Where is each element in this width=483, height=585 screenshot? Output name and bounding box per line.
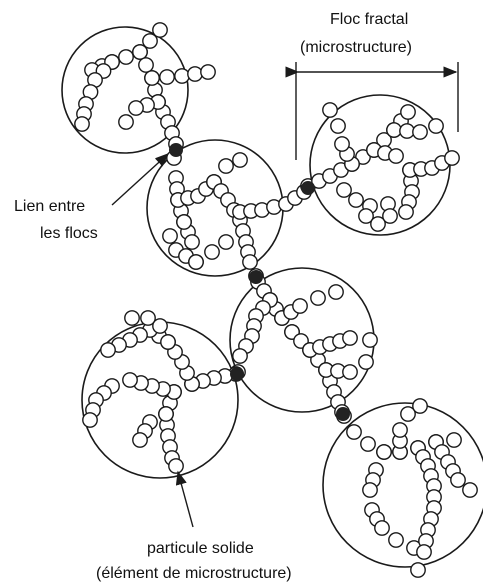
junction-dot	[230, 367, 244, 381]
solid-particle	[370, 216, 386, 232]
junction-dot	[169, 143, 183, 157]
solid-particle	[128, 100, 144, 116]
floc-circle-1	[61, 26, 189, 154]
solid-particle	[362, 332, 378, 348]
solid-particle	[386, 122, 402, 138]
solid-particle	[158, 406, 174, 422]
solid-particle	[322, 102, 338, 118]
particle-arrow	[175, 470, 194, 528]
lien-arrow	[111, 153, 170, 206]
solid-particle	[392, 422, 408, 438]
solid-particle	[342, 330, 358, 346]
solid-particle	[188, 254, 204, 270]
particle-label-line1: particule solide	[147, 540, 254, 557]
solid-particle	[362, 482, 378, 498]
solid-particle	[382, 208, 398, 224]
solid-particle	[100, 342, 116, 358]
solid-particle	[336, 182, 352, 198]
solid-particle	[358, 208, 374, 224]
solid-particle	[399, 123, 415, 139]
solid-particle	[342, 364, 358, 380]
solid-particle	[374, 520, 390, 536]
solid-particle	[388, 148, 404, 164]
solid-particle	[132, 44, 148, 60]
solid-particle	[346, 424, 362, 440]
solid-particle	[152, 318, 168, 334]
solid-particle	[446, 432, 462, 448]
solid-particle	[416, 544, 432, 560]
solid-particle	[376, 444, 392, 460]
solid-particle	[358, 354, 374, 370]
solid-particle	[168, 458, 184, 474]
solid-particle	[200, 64, 216, 80]
junction-dot	[301, 181, 315, 195]
solid-particle	[132, 432, 148, 448]
solid-particle	[187, 66, 203, 82]
solid-particle	[184, 234, 200, 250]
solid-particle	[159, 69, 175, 85]
solid-particle	[428, 118, 444, 134]
solid-particle	[118, 114, 134, 130]
solid-particle	[152, 22, 168, 38]
solid-particle	[124, 310, 140, 326]
junction-dot	[336, 407, 350, 421]
floc-fractal-label: Floc fractal	[330, 11, 409, 28]
solid-particle	[328, 284, 344, 300]
microstructure-label: (microstructure)	[300, 39, 413, 56]
solid-particle	[82, 412, 98, 428]
particle-label-line2: (élément de microstructure)	[96, 565, 292, 582]
floc-junctions	[169, 143, 350, 421]
solid-particle	[142, 33, 158, 49]
solid-particle	[162, 228, 178, 244]
solid-particle	[462, 482, 478, 498]
solid-particle	[450, 472, 466, 488]
solid-particle	[218, 234, 234, 250]
solid-particles	[74, 22, 478, 578]
solid-particle	[412, 398, 428, 414]
solid-particle	[204, 244, 220, 260]
solid-particle	[292, 298, 308, 314]
floc-circle-6	[322, 402, 483, 568]
solid-particle	[176, 214, 192, 230]
solid-particle	[232, 348, 248, 364]
solid-particle	[388, 532, 404, 548]
solid-particle	[174, 68, 190, 84]
solid-particle	[330, 118, 346, 134]
solid-particle	[242, 254, 258, 270]
solid-particle	[360, 436, 376, 452]
junction-dot	[249, 270, 263, 284]
solid-particle	[412, 124, 428, 140]
solid-particle	[334, 136, 350, 152]
solid-particle	[310, 290, 326, 306]
solid-particle	[410, 562, 426, 578]
lien-label-line1: Lien entre	[14, 198, 86, 215]
solid-particle	[444, 150, 460, 166]
solid-particle	[398, 204, 414, 220]
solid-particle	[122, 372, 138, 388]
solid-particle	[74, 116, 90, 132]
lien-label-line2: les flocs	[40, 225, 98, 242]
solid-particle	[144, 70, 160, 86]
solid-particle	[140, 310, 156, 326]
solid-particle	[218, 158, 234, 174]
floc-size-dimension	[285, 62, 459, 160]
solid-particle	[232, 152, 248, 168]
solid-particle	[400, 406, 416, 422]
solid-particle	[118, 49, 134, 65]
solid-particle	[348, 192, 364, 208]
solid-particle	[355, 149, 371, 165]
solid-particle	[138, 57, 154, 73]
solid-particle	[400, 104, 416, 120]
solid-particle	[160, 334, 176, 350]
